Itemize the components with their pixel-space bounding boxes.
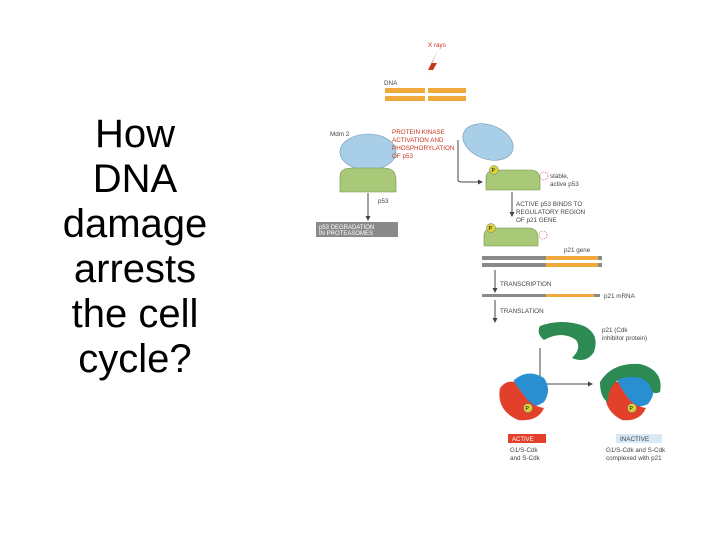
binds-line-3: OF p21 GENE bbox=[516, 217, 557, 224]
binds-line-1: ACTIVE p53 BINDS TO bbox=[516, 201, 582, 208]
dna-double-strand bbox=[385, 88, 466, 101]
p53-pathway-diagram: X rays DNA Mdm 2 p53 p53 DEGRADATION IN … bbox=[300, 30, 690, 480]
kinase-line-4: OF p53 bbox=[392, 153, 413, 160]
p21-cdk-line-2: inhibitor protein) bbox=[602, 335, 647, 342]
p53-label: p53 bbox=[378, 198, 389, 205]
p21-mrna bbox=[482, 294, 600, 297]
degradation-line-2: IN PROTEASOMES bbox=[319, 231, 373, 237]
dna-label: DNA bbox=[384, 80, 398, 87]
title-line-3: damage bbox=[30, 202, 240, 247]
title-line-1: How bbox=[30, 112, 240, 157]
p21-cdk-line-1: p21 (Cdk bbox=[602, 327, 628, 334]
p53-protein-left bbox=[340, 168, 396, 192]
mdm2-protein bbox=[340, 134, 396, 170]
title-line-2: DNA bbox=[30, 157, 240, 202]
active-caption-2: and S-Cdk bbox=[510, 455, 541, 462]
p21-gene-label: p21 gene bbox=[564, 247, 591, 254]
transcription-label: TRANSCRIPTION bbox=[500, 281, 552, 288]
gene-dna-strand bbox=[482, 256, 602, 267]
xrays-label: X rays bbox=[428, 42, 446, 49]
title-line-6: cycle? bbox=[30, 337, 240, 382]
p21-mrna-label: p21 mRNA bbox=[604, 293, 636, 300]
xray-bolt-icon bbox=[426, 50, 438, 82]
inactive-cdk-complex: P bbox=[600, 364, 661, 420]
title-line-5: the cell bbox=[30, 292, 240, 337]
active-label: ACTIVE bbox=[512, 437, 534, 443]
title-line-4: arrests bbox=[30, 247, 240, 292]
translation-label: TRANSLATION bbox=[500, 308, 544, 315]
active-caption-1: G1/S-Cdk bbox=[510, 447, 538, 454]
kinase-line-2: ACTIVATION AND bbox=[392, 137, 444, 144]
inactive-label: INACTIVE bbox=[620, 436, 649, 443]
mdm2-released bbox=[458, 117, 518, 167]
inactive-caption-2: complexed with p21 bbox=[606, 455, 662, 462]
kinase-line-1: PROTEIN KINASE bbox=[392, 129, 445, 136]
stable-line-1: stable, bbox=[550, 173, 569, 180]
kinase-line-3: PHOSPHORYLATION bbox=[392, 145, 455, 152]
binds-line-2: REGULATORY REGION bbox=[516, 209, 586, 216]
slide-title: How DNA damage arrests the cell cycle? bbox=[30, 112, 240, 382]
p21-protein bbox=[539, 322, 596, 360]
mdm2-label: Mdm 2 bbox=[330, 131, 350, 138]
active-cdk-complex: P bbox=[499, 373, 548, 420]
degradation-box: p53 DEGRADATION IN PROTEASOMES bbox=[316, 222, 398, 237]
stable-line-2: active p53 bbox=[550, 181, 579, 188]
inactive-caption-1: G1/S-Cdk and S-Cdk bbox=[606, 447, 666, 454]
